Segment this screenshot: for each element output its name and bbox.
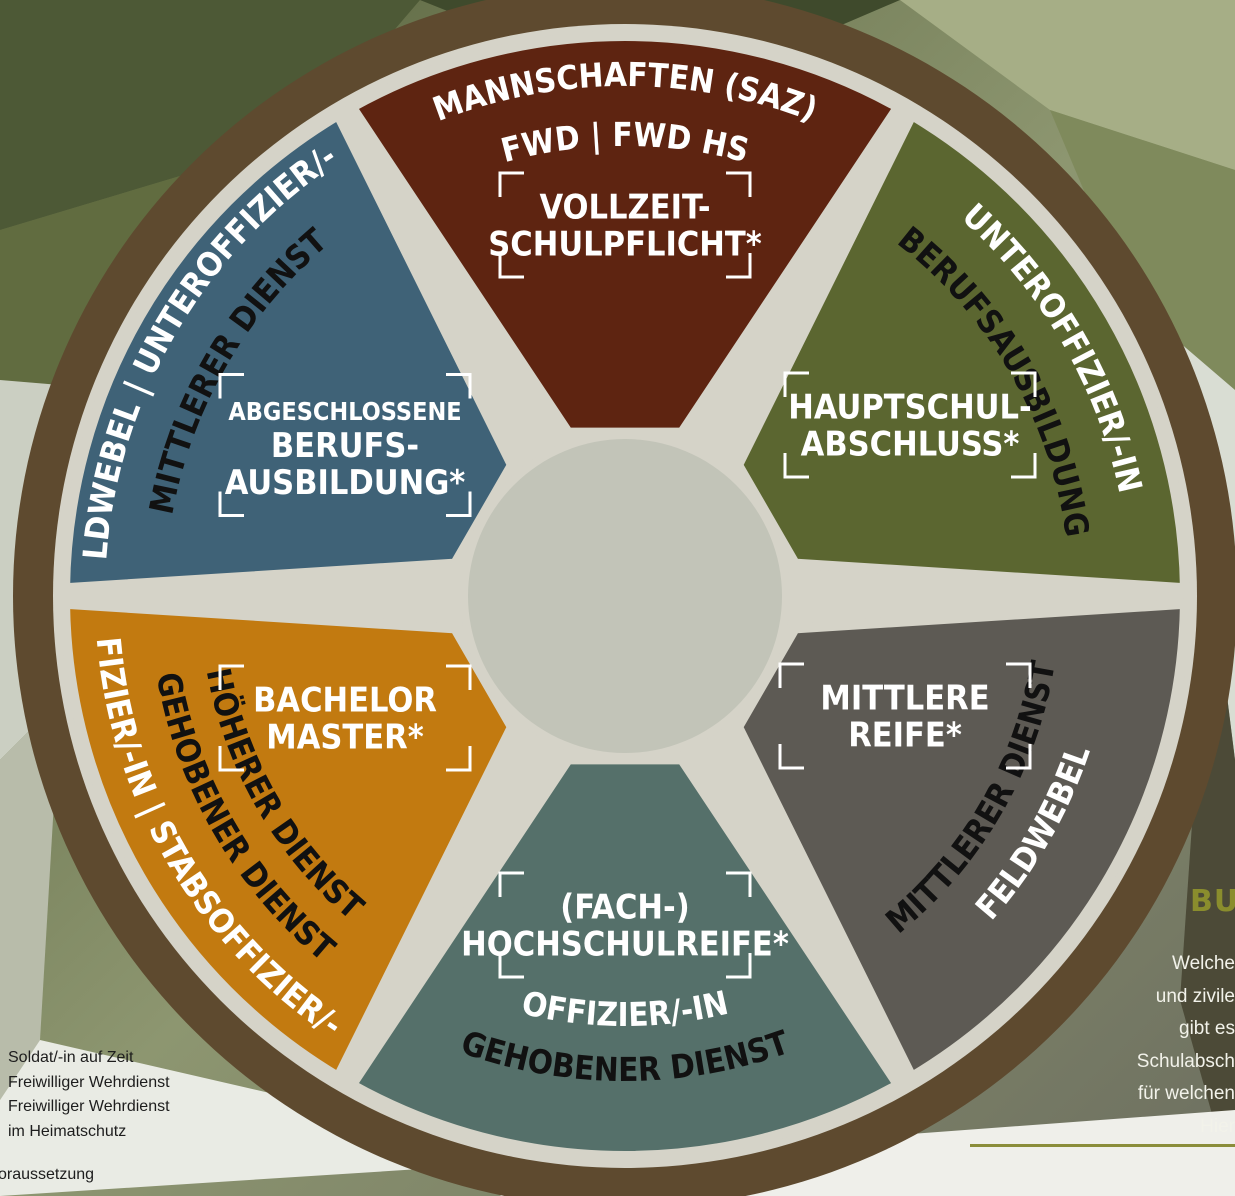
segment-inner-label: HOCHSCHULREIFE* [461,924,789,964]
side-panel-line: Schulabsch [1136,1050,1235,1072]
side-panel-line: gibt es [1179,1018,1235,1039]
segment-offizier: GEHOBENER DIENSTOFFIZIER/-IN(FACH-)HOCHS… [344,754,906,1161]
bracket-frame [778,662,1032,770]
segment-inner-label: REIFE* [848,715,962,755]
segment-wedge [732,107,1191,594]
segment-wedge [59,598,518,1085]
side-panel-line: für welchen [1137,1083,1235,1104]
segment-inner-label: MITTLERE [820,678,989,718]
segment-wedge [344,31,906,438]
segment-wedge [732,598,1191,1085]
segment-wedge [59,107,518,594]
legend: Soldat/-in auf Zeit Freiwilliger Wehrdie… [8,1046,170,1144]
segment-inner-label: (FACH-) [560,887,689,927]
side-panel-title: BUN [1190,884,1235,919]
bracket-frame [498,171,752,279]
segment-inner-label: VOLLZEIT- [539,187,710,227]
segment-mannschaften: MANNSCHAFTEN (SAZ)FWD | FWD HSVOLLZEIT-S… [344,31,906,438]
segment-inner-label: ABSCHLUSS* [801,424,1020,464]
bracket-frame [498,871,752,979]
bracket-frame [218,373,472,517]
legend-item: Freiwilliger Wehrdienst [8,1098,170,1115]
segment-wedge [344,754,906,1161]
footnote-text: oraussetzung [0,1166,95,1183]
legend-item: im Heimatschutz [8,1122,127,1140]
segment-inner-label: AUSBILDUNG* [225,463,466,503]
legend-item: Soldat/-in auf Zeit [8,1049,134,1066]
legend-item: Freiwilliger Wehrdienst [8,1073,170,1091]
segment-inner-label: BACHELOR [253,680,437,720]
side-panel-line: Welche [1171,953,1235,974]
segment-unteroffizier: UNTEROFFIZIER/-INBERUFSAUSBILDUNGHAUPTSC… [732,107,1191,594]
bracket-frame [783,371,1037,479]
segment-inner-label: HAUPTSCHUL- [788,387,1031,427]
segment-inner-label: ABGESCHLOSSENE [228,397,461,426]
side-panel-line: Hier [1200,1115,1235,1137]
wheel-hub-center [468,439,782,753]
segment-inner-label: BERUFS- [271,426,419,466]
side-panel-line: und zivile [1155,985,1235,1007]
side-panel-text: Welche und zivile gibt es Schulabsch für… [1090,948,1235,1143]
side-panel-divider [970,1144,1235,1147]
bracket-frame [218,664,472,772]
segment-inner-label: MASTER* [266,717,423,757]
segment-inner-label: SCHULPFLICHT* [488,224,761,264]
